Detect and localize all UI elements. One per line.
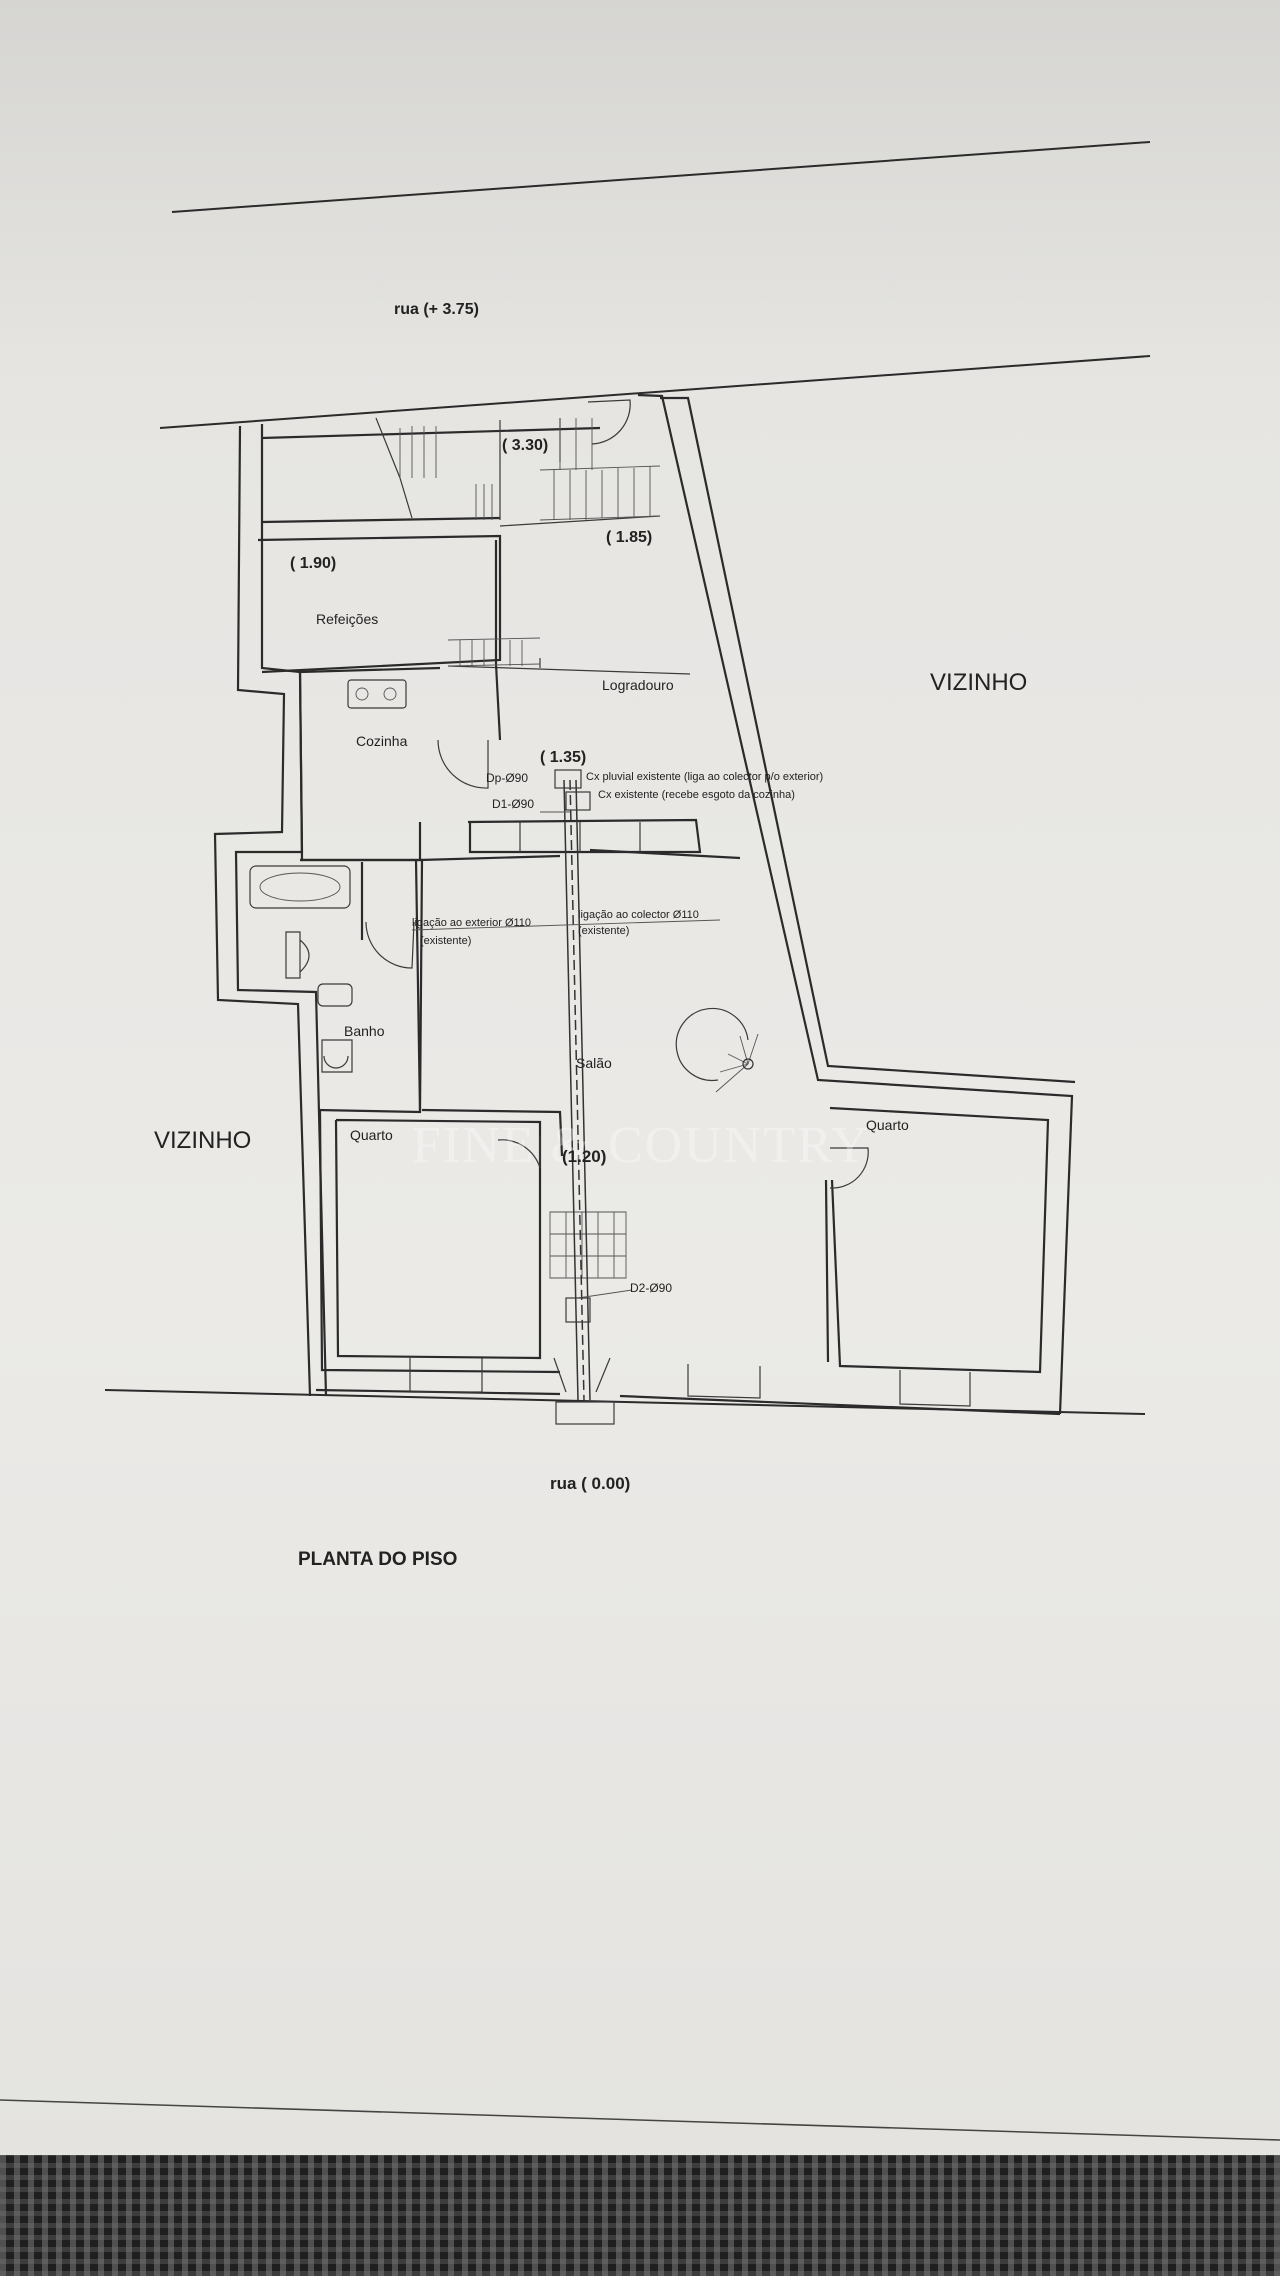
room-quarto-right: Quarto: [866, 1117, 909, 1133]
street-line-top-outer: [171, 141, 1151, 213]
stairs-entrance: [549, 1211, 627, 1279]
entrance-step: [555, 1401, 615, 1425]
neighbor-label-left: VIZINHO: [154, 1127, 251, 1154]
bidet: [317, 983, 353, 1007]
room-refeicoes: Refeições: [316, 611, 378, 627]
bathtub: [249, 865, 351, 909]
level-1-35: ( 1.35): [540, 749, 586, 766]
fixtures: [249, 679, 407, 1073]
room-quarto-left: Quarto: [350, 1127, 393, 1143]
annotation-cx-pluvial: Cx pluvial existente (liga ao colector p…: [586, 771, 823, 783]
inspection-box-mid: [565, 791, 591, 811]
level-3-30: ( 3.30): [502, 437, 548, 454]
plan-title: PLANTA DO PISO: [298, 1549, 457, 1570]
stairs-top-left: [375, 417, 493, 520]
stairs-top-right: [539, 418, 661, 521]
watermark-text: FINE & COUNTRY: [412, 1117, 870, 1174]
annotation-dp: Dp-Ø90: [486, 771, 528, 785]
doors: [365, 399, 869, 1393]
floor-plan-drawing: FINE & COUNTRY rua (+ 3.75) rua ( 0.00) …: [0, 141, 1280, 2141]
paper-edge-line: [0, 2099, 1280, 2141]
room-logradouro: Logradouro: [602, 677, 674, 693]
washbasin: [321, 1039, 353, 1073]
kitchen-sink: [347, 679, 407, 709]
neighbor-label-right: VIZINHO: [930, 669, 1027, 696]
street-line-top-inner: [159, 355, 1151, 429]
stairs-logradouro: [447, 637, 541, 667]
inspection-box-bottom: [565, 1297, 591, 1323]
spiral-staircase: [675, 1007, 759, 1093]
building-walls: [213, 393, 1076, 1416]
drain-line: [411, 769, 721, 1425]
toilet: [285, 931, 310, 979]
annotation-d1: D1-Ø90: [492, 797, 534, 811]
level-1-85: ( 1.85): [606, 529, 652, 546]
level-1-20: (1.20): [562, 1147, 606, 1166]
annotation-cx-existente: Cx existente (recebe esgoto da cozinha): [598, 789, 795, 801]
street-label-bottom: rua ( 0.00): [550, 1474, 630, 1493]
room-banho: Banho: [344, 1023, 385, 1039]
street-label-top: rua (+ 3.75): [394, 301, 479, 318]
woven-mat-background: [0, 2155, 1280, 2276]
room-salao: Salão: [576, 1055, 612, 1071]
level-1-90: ( 1.90): [290, 555, 336, 572]
annotation-ligacao-colector-sub: (existente): [578, 925, 629, 937]
annotation-ligacao-exterior: ligação ao exterior Ø110: [412, 917, 531, 929]
annotation-d2: D2-Ø90: [630, 1281, 672, 1295]
room-cozinha: Cozinha: [356, 733, 408, 749]
annotation-ligacao-exterior-sub: (existente): [420, 935, 471, 947]
annotation-ligacao-colector: ligação ao colector Ø110: [578, 909, 699, 921]
plan-paper: [0, 0, 1280, 2160]
inspection-box-top: [554, 769, 582, 789]
